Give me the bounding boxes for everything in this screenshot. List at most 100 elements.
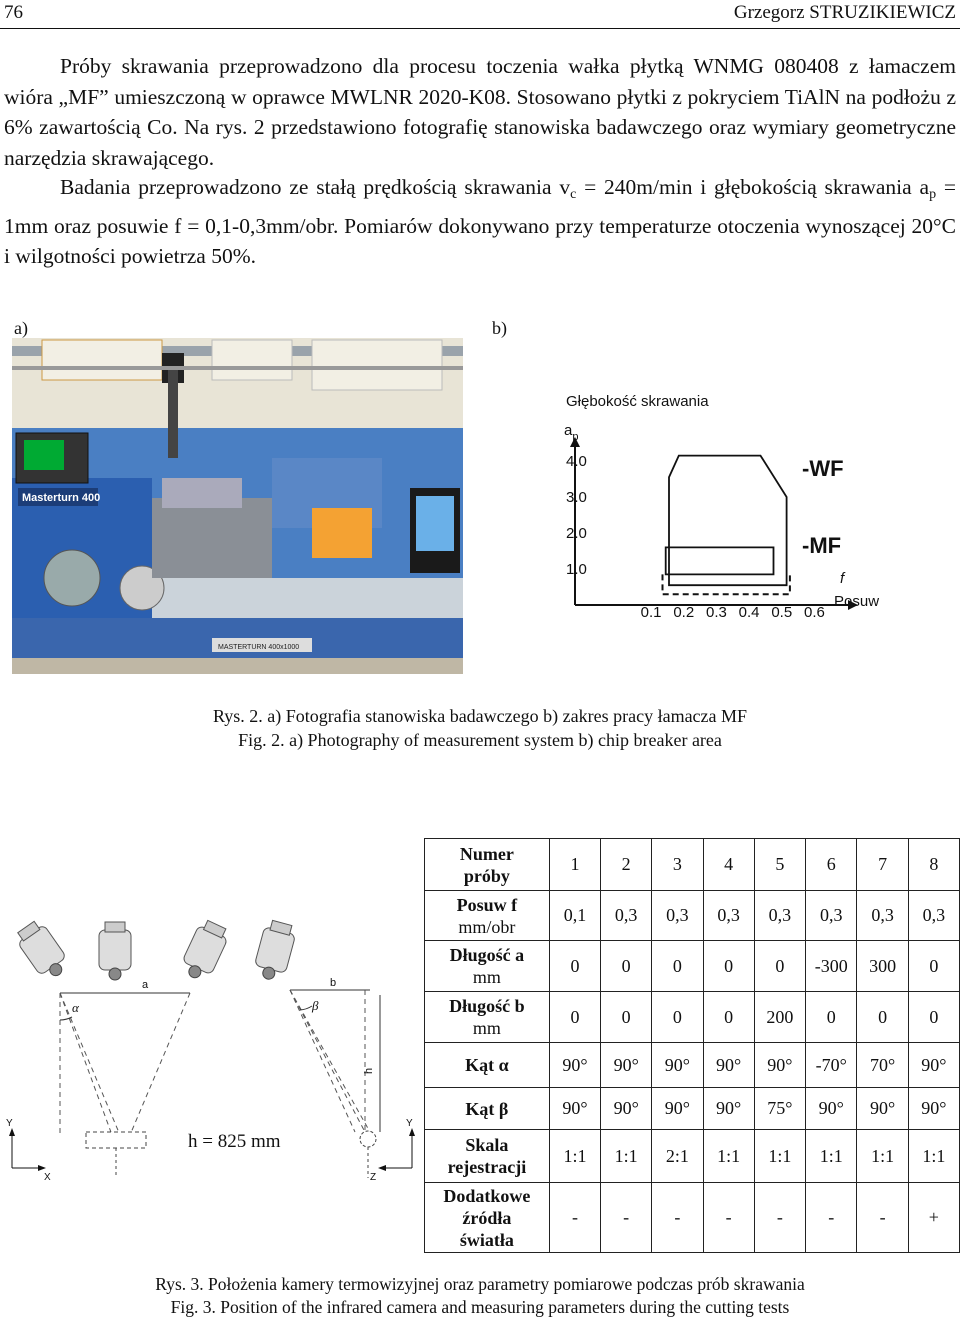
axis-y-right: Y (406, 1118, 413, 1129)
figure-2a-label: a) (14, 318, 28, 338)
figure-2b-label: b) (492, 318, 507, 338)
table-cell: 1:1 (600, 1129, 653, 1183)
y-tick-label: 3.0 (566, 489, 587, 506)
y-axis: 4.03.02.01.0 (566, 437, 587, 605)
table-cell: 0 (753, 940, 806, 992)
table-cell: - (600, 1182, 653, 1253)
paragraph-2-text-a: Badania przeprowadzono ze stałą prędkośc… (60, 175, 571, 199)
row-header-line: Długość a (449, 945, 525, 965)
table-cell: 0,3 (600, 890, 653, 941)
running-header-author: Grzegorz STRUZIKIEWICZ (733, 2, 956, 23)
table-cell: 90° (651, 1042, 704, 1088)
table-cell: 90° (600, 1042, 653, 1088)
table-cell: 0 (651, 940, 704, 992)
table-cell: 90° (600, 1087, 653, 1130)
table-cell: 0,3 (804, 890, 858, 941)
series-line (664, 546, 775, 576)
table-cell: 1:1 (856, 1129, 909, 1183)
axis-y-left: Y (6, 1118, 13, 1129)
paragraph-1: Próby skrawania przeprowadzono dla proce… (4, 51, 956, 173)
row-header-line: rejestracji (447, 1157, 527, 1177)
row-header-line: Długość b (449, 996, 525, 1016)
chart-ylabel-sub: p (572, 431, 578, 443)
table-cell: 90° (856, 1087, 909, 1130)
axis-z-label: Z (370, 1172, 376, 1183)
table-cell: 1:1 (548, 1129, 602, 1183)
table-cell: 0 (702, 991, 755, 1043)
row-header: Kąt α (424, 1042, 550, 1088)
chart-xlabel: Posuw (834, 593, 879, 610)
table-cell: 70° (856, 1042, 909, 1088)
row-header-line: źródła (462, 1207, 512, 1228)
table-cell: 7 (856, 838, 909, 891)
row-header: Kąt β (424, 1087, 550, 1130)
table-cell: 90° (907, 1087, 960, 1130)
series-line (661, 574, 791, 596)
table-cell: 0 (548, 991, 602, 1043)
paragraph-2: Badania przeprowadzono ze stałą prędkośc… (4, 172, 956, 272)
table-cell: 2 (600, 838, 653, 891)
x-axis-arrow (848, 600, 858, 610)
table-cell: 0 (907, 991, 960, 1043)
table-cell: 0 (702, 940, 755, 992)
table-cell: 5 (753, 838, 806, 891)
dim-a-label: a (142, 979, 149, 991)
table-cell: 0 (651, 991, 704, 1043)
alpha-label: α (72, 1000, 80, 1015)
chart-xlabel-symbol: f (840, 570, 846, 587)
dim-b-label: b (330, 977, 336, 989)
table-cell: - (651, 1182, 704, 1253)
row-header-line: światła (459, 1229, 514, 1250)
table-cell: - (856, 1182, 909, 1253)
table-cell: 0 (600, 991, 653, 1043)
table-cell: 2:1 (651, 1129, 704, 1183)
table-cell: - (702, 1182, 755, 1253)
table-cell: 0 (600, 940, 653, 992)
subscript-p: p (929, 187, 937, 202)
header-rule (0, 28, 960, 29)
subscript-c: c (570, 187, 577, 202)
axis-x-label: X (44, 1172, 51, 1183)
row-header-line: Kąt α (465, 1055, 509, 1075)
x-tick-label: 0.3 (706, 604, 727, 621)
table-cell: 3 (651, 838, 704, 891)
table-cell: 90° (907, 1042, 960, 1088)
table-cell: 0 (907, 940, 960, 992)
paragraph-1-text: Próby skrawania przeprowadzono dla proce… (4, 54, 956, 170)
table-cell: 90° (702, 1042, 755, 1088)
camera-icon (17, 920, 65, 977)
figure-2-caption-en: Fig. 2. a) Photography of measurement sy… (238, 730, 722, 750)
table-cell: 4 (702, 838, 755, 891)
table-cell: 0,1 (548, 890, 602, 941)
table-cell: 0,3 (907, 890, 960, 941)
table-cell: 0 (856, 991, 909, 1043)
lathe-photo: Masterturn 400 MASTERTURN 400x1000 (12, 338, 463, 674)
beta-label: β (311, 998, 319, 1013)
camera-icon (98, 921, 132, 981)
paragraph-2-text-c: = 1mm oraz posuwie f = 0,1-0,3mm/obr. Po… (4, 175, 956, 268)
series-layer (661, 454, 791, 596)
row-header-line: mm (472, 1018, 501, 1038)
row-header-line: Skala (465, 1135, 509, 1155)
height-value: h = 825 mm (188, 1131, 281, 1152)
table-cell: 6 (804, 838, 858, 891)
table-cell: 75° (753, 1087, 806, 1130)
table-cell: 0 (804, 991, 858, 1043)
table-cell: -70° (804, 1042, 858, 1088)
paragraph-2-text-b: = 240m/min i głębokością skrawania a (576, 175, 930, 199)
y-tick-label: 1.0 (566, 561, 587, 578)
table-cell: 90° (548, 1087, 602, 1130)
x-tick-label: 0.5 (771, 604, 792, 621)
table-cell: 90° (702, 1087, 755, 1130)
figure-2-caption-pl: Rys. 2. a) Fotografia stanowiska badawcz… (212, 706, 748, 726)
table-cell: 1:1 (753, 1129, 806, 1183)
